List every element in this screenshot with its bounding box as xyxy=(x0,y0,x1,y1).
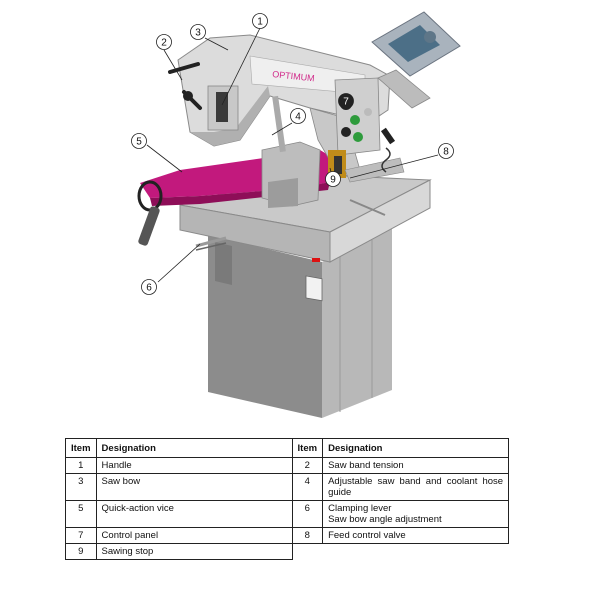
item-number: 2 xyxy=(291,457,324,474)
svg-text:1: 1 xyxy=(257,17,263,28)
callout-7: 7 xyxy=(338,93,354,109)
callout-4: 4 xyxy=(290,108,306,124)
clamping-lever xyxy=(195,236,227,251)
callout-leaders xyxy=(146,27,439,283)
item-header: Item xyxy=(65,438,97,458)
svg-text:7: 7 xyxy=(343,97,349,108)
callout-8: 8 xyxy=(438,143,454,159)
table-row: 1 Handle 2 Saw band tension xyxy=(65,457,510,474)
item-header: Item xyxy=(291,438,324,458)
item-number: 4 xyxy=(291,473,324,501)
display-unit xyxy=(371,11,461,109)
table-row: 7 Control panel 8 Feed control valve xyxy=(65,527,510,544)
designation-cell: Saw bow xyxy=(95,473,293,501)
designation-cell: Clamping lever Saw bow angle adjustment xyxy=(322,500,510,528)
item-number: 9 xyxy=(65,543,97,560)
svg-text:9: 9 xyxy=(330,175,336,186)
legend-header-row: Item Designation Item Designation xyxy=(65,438,510,458)
item-number: 6 xyxy=(291,500,324,528)
callout-9: 9 xyxy=(325,171,341,187)
vice-body xyxy=(261,141,321,208)
band-saw-illustration: OPTIMUM xyxy=(131,11,461,418)
item-number: 7 xyxy=(65,527,97,544)
svg-text:4: 4 xyxy=(295,112,301,123)
table-row: 9 Sawing stop xyxy=(65,543,509,560)
item-number: 5 xyxy=(65,500,97,528)
designation-header: Designation xyxy=(322,438,510,458)
designation-cell: Quick-action vice xyxy=(95,500,293,528)
callout-5: 5 xyxy=(131,133,147,149)
svg-text:3: 3 xyxy=(195,28,201,39)
legend-table: Item Designation Item Designation 1 Hand… xyxy=(65,438,510,560)
machine-stand xyxy=(208,226,392,418)
table-row: 5 Quick-action vice 6 Clamping lever Saw… xyxy=(65,500,510,528)
designation-cell: Sawing stop xyxy=(95,543,293,560)
callout-2: 2 xyxy=(156,34,172,50)
item-number: 1 xyxy=(65,457,97,474)
designation-cell: Saw band tension xyxy=(322,457,510,474)
designation-header: Designation xyxy=(95,438,293,458)
svg-text:2: 2 xyxy=(161,38,167,49)
callout-3: 3 xyxy=(190,24,206,40)
callout-1: 1 xyxy=(252,13,268,29)
designation-cell: Control panel xyxy=(95,527,293,544)
feed-control-valve xyxy=(328,147,405,216)
brand-logo: OPTIMUM xyxy=(272,69,315,83)
designation-cell: Adjustable saw band and coolant hose gui… xyxy=(322,473,510,501)
svg-text:8: 8 xyxy=(443,147,449,158)
table-row: 3 Saw bow 4 Adjustable saw band and cool… xyxy=(65,473,510,501)
svg-text:5: 5 xyxy=(136,137,142,148)
item-number: 3 xyxy=(65,473,97,501)
item-number: 8 xyxy=(291,527,324,544)
designation-cell: Feed control valve xyxy=(322,527,510,544)
svg-text:6: 6 xyxy=(146,283,152,294)
callout-6: 6 xyxy=(141,279,157,295)
designation-cell: Handle xyxy=(95,457,293,474)
saw-band-tension-handle xyxy=(168,62,202,110)
empty-cell xyxy=(291,543,509,560)
